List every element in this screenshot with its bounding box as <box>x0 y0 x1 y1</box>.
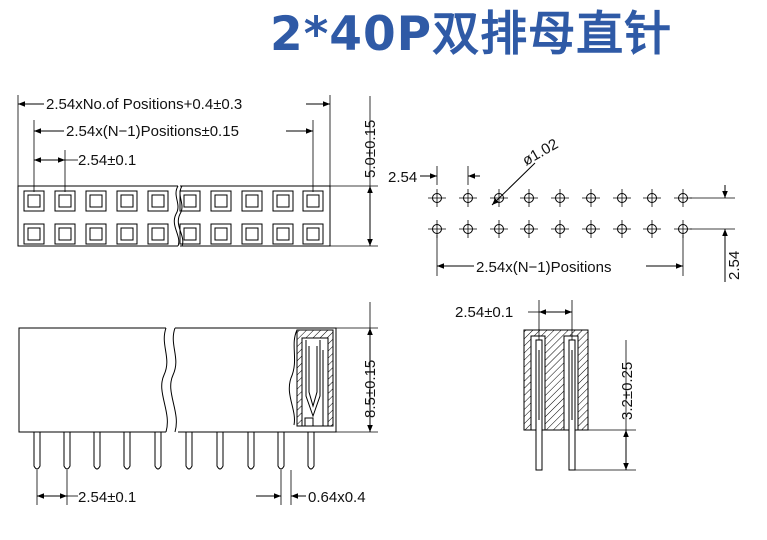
pin-socket-outer <box>147 223 169 245</box>
top-view-break-line-1 <box>173 185 180 247</box>
pin-socket-inner <box>58 227 72 241</box>
top-view-break-line-2 <box>177 185 184 247</box>
pin-socket-outer <box>241 223 263 245</box>
pin-socket-outer <box>116 223 138 245</box>
front-pin <box>63 432 71 470</box>
pin-socket-inner <box>214 227 228 241</box>
top-view-pin-grid <box>23 190 324 245</box>
dim-pitch-h-label: 2.54 <box>388 169 417 186</box>
pin-socket-outer <box>210 223 232 245</box>
top-view-body-left <box>17 185 178 247</box>
dim-span-label: 2.54x(N−1)Positions±0.15 <box>66 123 239 140</box>
front-pin <box>123 432 131 470</box>
front-pin <box>185 432 193 470</box>
pin-socket-outer <box>116 190 138 212</box>
pin-socket-outer <box>54 190 76 212</box>
dim-height-label: 5.0±0.15 <box>362 120 379 178</box>
pin-socket-outer <box>23 190 45 212</box>
pin-socket-inner <box>306 227 320 241</box>
dim-pitch-label: 2.54±0.1 <box>78 152 136 169</box>
front-pin <box>154 432 162 470</box>
pin-socket-inner <box>89 194 103 208</box>
pin-socket-outer <box>179 223 201 245</box>
dim-pcb-span-label: 2.54x(N−1)Positions <box>476 259 611 276</box>
pin-socket-outer <box>210 190 232 212</box>
front-view-body-left <box>18 327 166 433</box>
front-pin <box>277 432 285 470</box>
front-pin <box>247 432 255 470</box>
pcb-hole-grid <box>428 189 692 238</box>
pin-socket-inner <box>245 227 259 241</box>
front-view-break-line-2 <box>170 327 177 433</box>
pin-socket-outer <box>241 190 263 212</box>
pcb-layout: 2.54 ø1.02 2.54x(N−1)Positions 2.54 <box>388 136 743 282</box>
dim-front-pitch-label: 2.54±0.1 <box>78 489 136 506</box>
dim-tail-label: 3.2±0.25 <box>619 362 636 420</box>
front-pin <box>307 432 315 470</box>
pin-socket-outer <box>272 190 294 212</box>
pin-socket-inner <box>214 194 228 208</box>
side-view: 2.54±0.1 3.2±0.25 <box>455 300 636 471</box>
pin-socket-outer <box>179 190 201 212</box>
front-pin <box>33 432 41 470</box>
pin-socket-outer <box>272 223 294 245</box>
front-view: 8.5±0.15 2.54±0.1 0.64x0.4 <box>18 302 379 506</box>
dim-row-pitch-label: 2.54 <box>726 251 743 280</box>
pin-socket-outer <box>85 190 107 212</box>
dim-front-height-label: 8.5±0.15 <box>362 360 379 418</box>
pin-socket-inner <box>151 227 165 241</box>
pin-socket-inner <box>27 194 41 208</box>
front-view-break-line-1 <box>161 327 168 433</box>
pin-socket-inner <box>89 227 103 241</box>
pin-socket-inner <box>120 227 134 241</box>
front-view-body-right <box>175 327 337 433</box>
front-view-pins <box>33 432 315 470</box>
front-pin <box>93 432 101 470</box>
dim-total-width-label: 2.54xNo.of Positions+0.4±0.3 <box>46 96 242 113</box>
pin-socket-inner <box>245 194 259 208</box>
pin-socket-inner <box>183 227 197 241</box>
pin-socket-inner <box>306 194 320 208</box>
top-view-body-right <box>180 185 331 247</box>
pin-socket-inner <box>58 194 72 208</box>
pin-socket-outer <box>85 223 107 245</box>
top-view: 2.54xNo.of Positions+0.4±0.3 2.54x(N−1)P… <box>17 95 379 247</box>
pin-socket-outer <box>302 190 324 212</box>
pin-socket-inner <box>151 194 165 208</box>
pin-socket-outer <box>302 223 324 245</box>
dim-hole-label: ø1.02 <box>520 136 562 170</box>
pin-socket-outer <box>54 223 76 245</box>
pin-socket-inner <box>276 227 290 241</box>
dim-pin-size-label: 0.64x0.4 <box>308 489 366 506</box>
front-pin <box>216 432 224 470</box>
page-title: 2*40P双排母直针 <box>270 7 673 62</box>
dim-side-pitch-label: 2.54±0.1 <box>455 304 513 321</box>
pin-socket-inner <box>27 227 41 241</box>
dim-hole-leader <box>491 162 536 206</box>
pin-socket-inner <box>183 194 197 208</box>
pin-socket-inner <box>120 194 134 208</box>
pin-socket-outer <box>23 223 45 245</box>
pin-socket-inner <box>276 194 290 208</box>
pin-socket-outer <box>147 190 169 212</box>
